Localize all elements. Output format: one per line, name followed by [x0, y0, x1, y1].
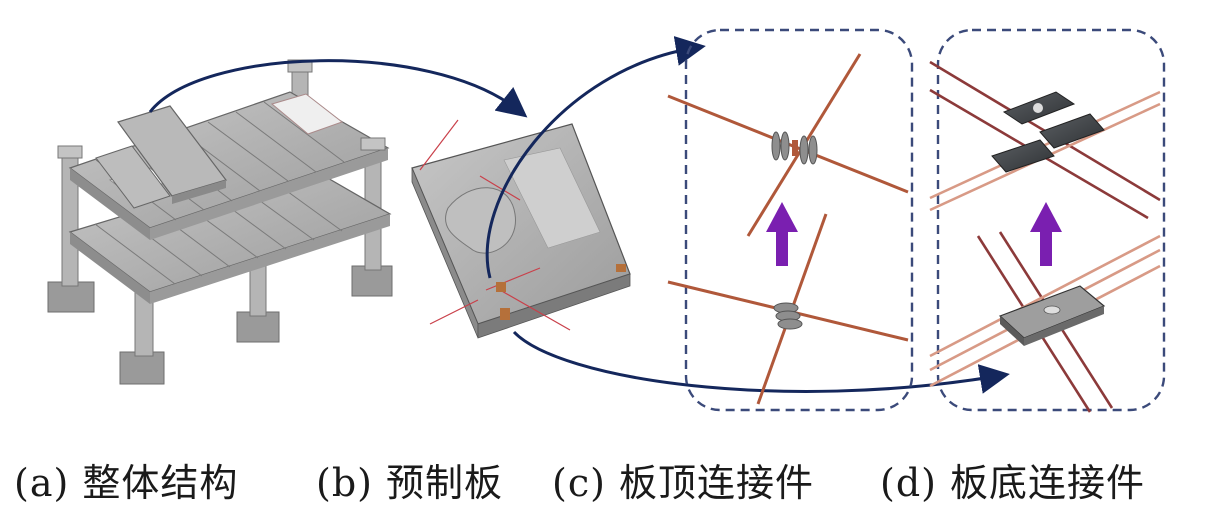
footings — [47, 265, 393, 385]
panel-bottom-connector — [929, 28, 1166, 413]
upper-floor — [68, 91, 390, 240]
caption-d: (d) 板底连接件 — [880, 461, 1146, 505]
caption-c: (c) 板顶连接件 — [552, 461, 815, 505]
figure-captions: (a) 整体结构 (b) 预制板 (c) 板顶连接件 (d) 板底连接件 — [0, 440, 1217, 520]
caption-b: (b) 预制板 — [316, 461, 504, 505]
lower-floor — [68, 161, 392, 304]
curved-flow-arrow — [485, 36, 706, 279]
precast-slab — [411, 119, 631, 339]
caption-a: (a) 整体结构 — [14, 461, 239, 505]
curved-flow-arrow — [148, 59, 528, 118]
panel-top-connector — [667, 28, 914, 412]
upgrade-arrow — [766, 202, 798, 266]
upgrade-arrow — [1030, 202, 1062, 266]
curved-flow-arrow — [512, 330, 1010, 394]
structure-frame — [47, 59, 393, 385]
figure-illustration — [47, 28, 1166, 413]
